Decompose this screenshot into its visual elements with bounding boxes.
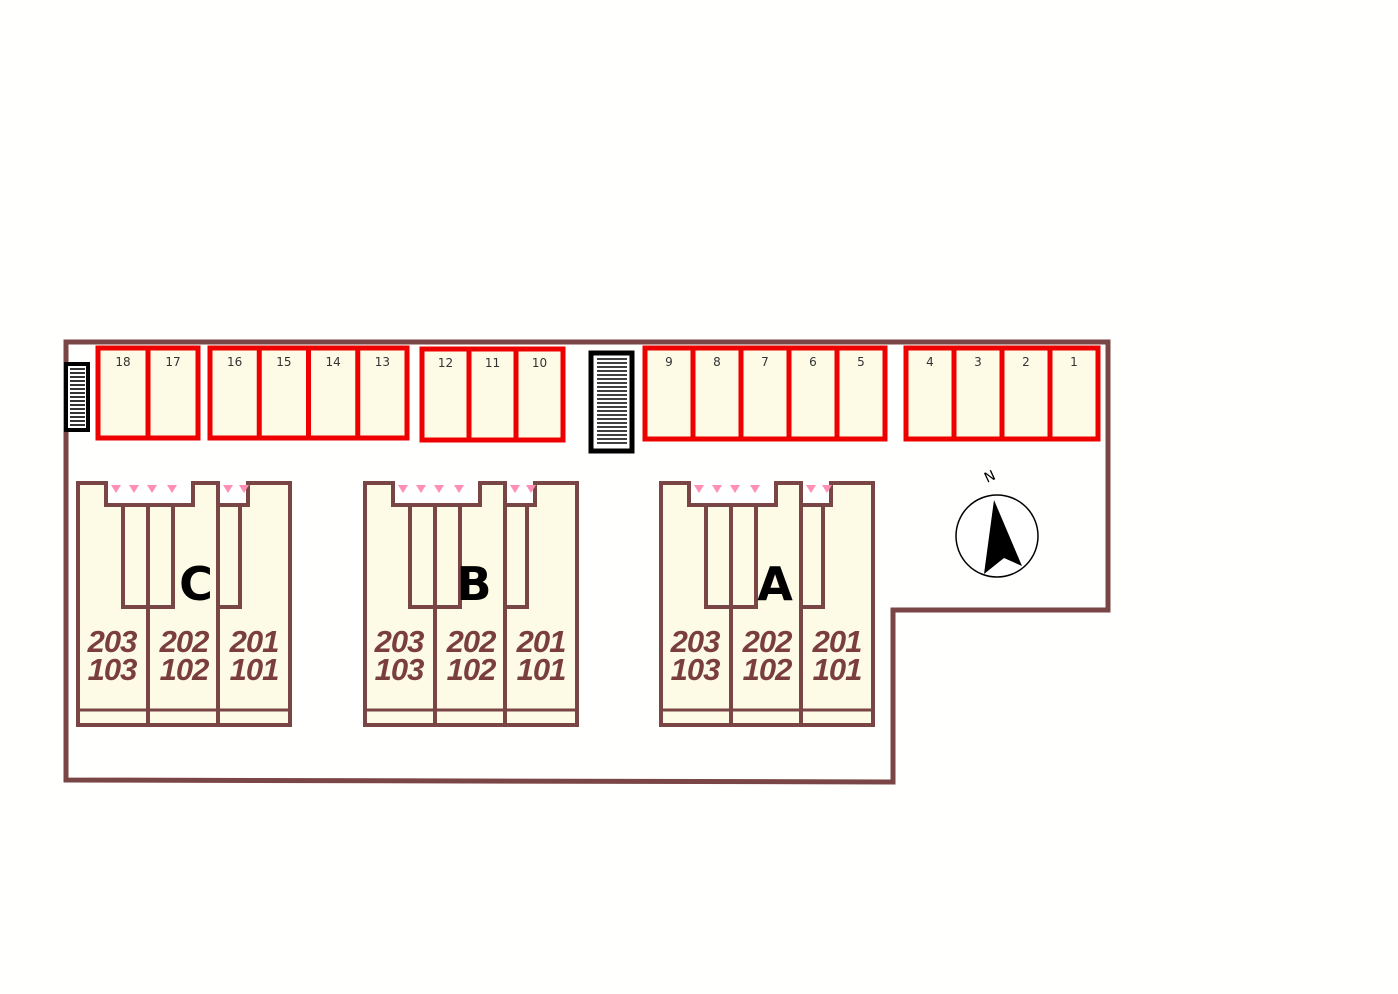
unit-number-upper: 201 xyxy=(516,624,566,659)
unit-number-lower: 101 xyxy=(517,652,566,687)
unit-number-upper: 203 xyxy=(374,624,424,659)
unit-number-lower: 103 xyxy=(671,652,720,687)
parking-stall-label: 3 xyxy=(974,355,982,369)
parking-group-3: 12 11 10 xyxy=(419,346,566,443)
parking-group-2: 16 15 14 13 xyxy=(207,345,410,441)
parking-stall-label: 4 xyxy=(926,355,934,369)
parking-stall-label: 16 xyxy=(227,355,242,369)
unit-number-lower: 103 xyxy=(375,652,424,687)
unit-number-lower: 103 xyxy=(88,652,137,687)
unit-number-upper: 203 xyxy=(87,624,137,659)
parking-stall-label: 8 xyxy=(713,355,721,369)
unit-number-lower: 102 xyxy=(160,652,209,687)
compass-icon: N xyxy=(955,468,1039,578)
parking-stall-label: 14 xyxy=(325,355,340,369)
parking-group-5: 4 3 2 1 xyxy=(903,345,1101,442)
unit-number-lower: 102 xyxy=(743,652,792,687)
parking-stall-label: 13 xyxy=(375,355,390,369)
unit-number-lower: 102 xyxy=(447,652,496,687)
parking-stall-label: 6 xyxy=(809,355,817,369)
parking-stall-label: 9 xyxy=(665,355,673,369)
parking-stall-label: 17 xyxy=(165,355,180,369)
unit-number-upper: 202 xyxy=(159,624,209,659)
parking-stall-label: 18 xyxy=(115,355,130,369)
stair-marker-left xyxy=(64,362,90,432)
stair-marker-center xyxy=(588,350,635,454)
building-letter: C xyxy=(179,557,213,611)
parking-stall-label: 5 xyxy=(857,355,865,369)
unit-number-lower: 101 xyxy=(230,652,279,687)
parking-group-4: 9 8 7 6 5 xyxy=(642,345,888,442)
unit-number-upper: 202 xyxy=(742,624,792,659)
parking-stall-label: 11 xyxy=(485,356,500,370)
parking-stall-label: 1 xyxy=(1070,355,1078,369)
unit-number-upper: 201 xyxy=(812,624,862,659)
parking-stall-label: 7 xyxy=(761,355,769,369)
parking-stall-label: 2 xyxy=(1022,355,1030,369)
unit-number-lower: 101 xyxy=(813,652,862,687)
building-letter: A xyxy=(757,557,793,611)
unit-number-upper: 201 xyxy=(229,624,279,659)
unit-number-upper: 203 xyxy=(670,624,720,659)
parking-stall-label: 15 xyxy=(276,355,291,369)
parking-stall-label: 10 xyxy=(532,356,547,370)
parking-stall-label: 12 xyxy=(438,356,453,370)
building-letter: B xyxy=(456,557,491,611)
buildings-layer: C203103202102201101B203103202102201101A2… xyxy=(76,481,875,727)
unit-number-upper: 202 xyxy=(446,624,496,659)
